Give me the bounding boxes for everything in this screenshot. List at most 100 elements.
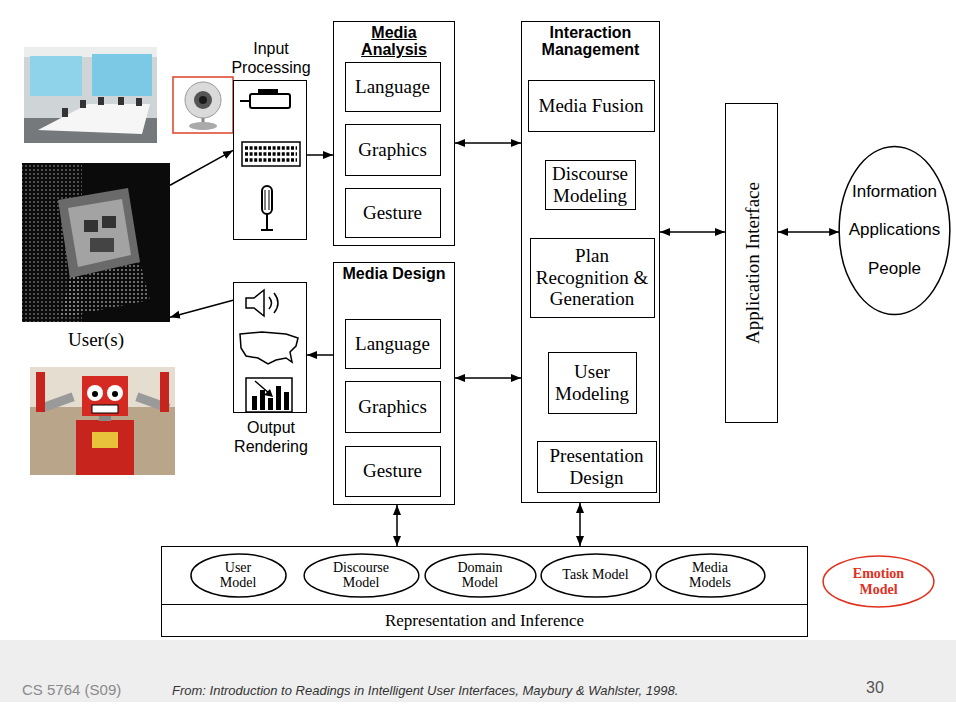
robot-photo xyxy=(160,372,169,412)
flow-arrow xyxy=(778,231,839,233)
robot-photo xyxy=(30,367,175,475)
node-label: Language xyxy=(355,333,430,355)
page-number: 30 xyxy=(866,679,884,697)
course-label: CS 5764 (S09) xyxy=(22,681,121,698)
flow-arrow xyxy=(660,231,725,233)
model-ellipse: Discourse Model xyxy=(303,553,420,598)
output-device-icons xyxy=(246,290,264,316)
user-screen-photo xyxy=(68,199,131,267)
meeting-room-photo xyxy=(136,98,142,106)
module-heading: Media Design xyxy=(334,263,454,283)
model-ellipse: Task Model xyxy=(540,553,652,598)
input-device-icons xyxy=(245,152,297,156)
input-device-icons xyxy=(269,190,270,210)
component-box: Gesture xyxy=(345,446,441,497)
module-box: Media AnalysisLanguageGraphicsGesture xyxy=(333,21,455,246)
node-label: Graphics xyxy=(358,139,427,161)
flow-arrow xyxy=(170,150,233,185)
input-device-icons xyxy=(261,229,273,231)
user-screen-photo xyxy=(90,238,114,252)
node-label: Information xyxy=(852,182,937,202)
flow-arrow xyxy=(307,354,333,356)
output-device-icons xyxy=(268,398,273,410)
robot-photo xyxy=(76,420,134,475)
input-device-icons xyxy=(240,89,300,230)
output-device-icons xyxy=(284,392,289,410)
node-label: Task Model xyxy=(562,567,628,582)
output-device-icons xyxy=(269,297,272,309)
meeting-room-photo xyxy=(38,104,150,134)
node-label: Discourse Model xyxy=(325,560,398,591)
device-box: Output Rendering xyxy=(233,282,307,413)
node-label: Application Interface xyxy=(742,182,761,344)
node-label: Language xyxy=(355,76,430,98)
component-box: Plan Recognition & Generation xyxy=(530,238,655,318)
node-label: Domain Model xyxy=(445,560,515,591)
flow-arrow xyxy=(307,154,333,156)
input-device-icons xyxy=(265,190,266,210)
robot-photo xyxy=(99,416,111,421)
node-label: Representation and Inference xyxy=(162,604,807,636)
ellipse-outline xyxy=(541,553,651,596)
robot-photo xyxy=(92,405,118,413)
component-box: Gesture xyxy=(345,188,441,238)
node-label: Discourse Modeling xyxy=(550,163,631,207)
input-device-icons xyxy=(250,94,290,108)
node-label: Applications xyxy=(849,220,941,240)
world-ellipse: InformationApplicationsPeople xyxy=(838,143,951,318)
user-screen-photo xyxy=(84,220,98,232)
user-screen-photo xyxy=(102,216,116,228)
model-ellipse: Domain Model xyxy=(424,553,537,598)
robot-photo xyxy=(36,372,45,412)
user-screen-photo xyxy=(22,163,170,322)
flow-arrow xyxy=(455,142,521,144)
input-device-icons xyxy=(262,186,272,214)
component-box: User Modeling xyxy=(548,352,637,414)
flow-arrow xyxy=(455,377,521,379)
output-device-icons xyxy=(274,293,278,313)
ellipse-outline xyxy=(656,553,765,596)
knowledge-band: Representation and Inference User Model Di… xyxy=(161,546,808,637)
input-device-icons xyxy=(245,158,297,162)
source-caption: From: Introduction to Readings in Intell… xyxy=(172,683,678,698)
device-heading: Output Rendering xyxy=(214,418,328,456)
device-box: Input Processing xyxy=(233,80,307,240)
node-label: Media Models xyxy=(676,560,745,591)
component-box: Presentation Design xyxy=(537,441,657,493)
module-heading: Media Analysis xyxy=(334,22,454,59)
input-device-icons xyxy=(266,214,268,230)
robot-photo xyxy=(30,367,175,475)
camera-icon xyxy=(185,82,221,118)
model-ellipse: User Model xyxy=(190,553,287,598)
output-device-icons xyxy=(276,386,281,410)
device-heading: Input Processing xyxy=(214,39,328,77)
meeting-room-photo xyxy=(24,47,157,143)
ellipse-outline xyxy=(190,553,285,596)
input-device-icons xyxy=(245,146,297,150)
footer-band xyxy=(0,640,956,702)
component-box: Language xyxy=(345,319,441,369)
interface-bar: Application Interface xyxy=(725,103,778,423)
emotion-ellipse: Emotion Model xyxy=(822,555,935,608)
node-label: Media Fusion xyxy=(538,95,643,117)
node-label: Gesture xyxy=(363,202,422,224)
node-label: Plan Recognition & Generation xyxy=(535,245,650,311)
component-box: Graphics xyxy=(345,124,441,176)
node-label: Emotion Model xyxy=(843,566,913,597)
input-device-icons xyxy=(242,142,300,166)
node-label: People xyxy=(868,259,921,279)
ellipse-outline xyxy=(304,553,419,596)
camera-icon xyxy=(173,77,233,133)
meeting-room-photo xyxy=(98,97,104,105)
node-label: User Modeling xyxy=(553,361,632,405)
node-label: User Model xyxy=(208,560,268,591)
model-ellipse: Media Models xyxy=(655,553,766,598)
meeting-room-photo xyxy=(30,56,82,96)
output-device-icons xyxy=(264,389,273,397)
meeting-room-photo xyxy=(24,47,157,143)
node-label: User(s) xyxy=(22,330,170,351)
camera-icon xyxy=(189,122,217,130)
meeting-room-photo xyxy=(62,108,68,117)
output-device-icons xyxy=(240,332,298,364)
